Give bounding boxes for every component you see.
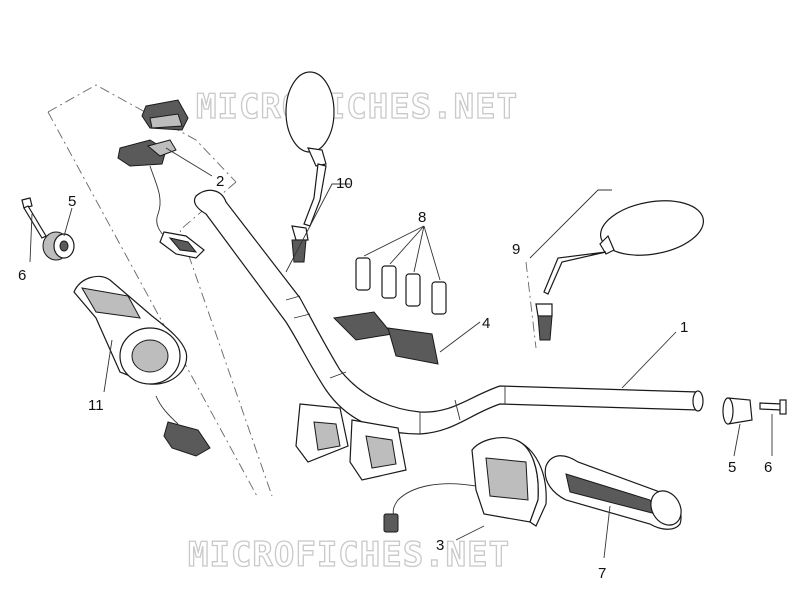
assembly-outline-left bbox=[47, 111, 259, 499]
assembly-outline-top bbox=[47, 84, 237, 183]
callout-1: 1 bbox=[680, 319, 688, 336]
callout-line-2 bbox=[165, 147, 213, 177]
watermark-bottom: MICROFICHES.NET bbox=[188, 535, 510, 575]
callout-6-left: 6 bbox=[18, 267, 26, 284]
callout-4: 4 bbox=[482, 315, 490, 332]
handlebar bbox=[193, 189, 704, 435]
callout-3: 3 bbox=[436, 537, 444, 554]
callout-line-5-right bbox=[733, 423, 741, 457]
left-mirror-part-10 bbox=[285, 71, 335, 263]
callout-10: 10 bbox=[336, 175, 353, 192]
bar-end-spacer-left bbox=[42, 231, 75, 261]
right-mirror-part-9 bbox=[535, 200, 705, 341]
callout-9: 9 bbox=[512, 241, 520, 258]
callout-line-3 bbox=[455, 525, 485, 541]
callout-line-1 bbox=[621, 331, 677, 389]
lower-clamps bbox=[295, 403, 407, 481]
watermark-top: MICROFICHES.NET bbox=[196, 87, 518, 127]
clamp-screws-part-8 bbox=[355, 257, 447, 315]
bolt-left bbox=[21, 197, 47, 239]
right-switch-part-3 bbox=[383, 437, 547, 533]
callout-line-11 bbox=[103, 339, 113, 393]
callout-line-6-left bbox=[29, 213, 33, 263]
upper-clamps-part-4 bbox=[332, 311, 439, 365]
switch-housing-part-2 bbox=[117, 99, 205, 259]
callout-line-5-left bbox=[63, 207, 73, 237]
callout-5-right: 5 bbox=[728, 459, 736, 476]
callout-lines-8 bbox=[363, 225, 441, 281]
bar-end-right bbox=[722, 397, 753, 425]
left-switch-grip-part-11 bbox=[73, 275, 211, 457]
callout-5-left: 5 bbox=[68, 193, 76, 210]
callout-7: 7 bbox=[598, 565, 606, 582]
bolt-right bbox=[759, 399, 787, 415]
callout-line-4 bbox=[439, 321, 481, 353]
callout-line-9 bbox=[529, 189, 612, 259]
callout-8: 8 bbox=[418, 209, 426, 226]
right-grip-part-7 bbox=[544, 455, 682, 530]
callout-line-10 bbox=[285, 183, 350, 273]
callout-bracket-9 bbox=[525, 261, 537, 349]
callout-2: 2 bbox=[216, 173, 224, 190]
callout-6-right: 6 bbox=[764, 459, 772, 476]
callout-line-7 bbox=[603, 505, 611, 559]
callout-11: 11 bbox=[88, 397, 104, 414]
